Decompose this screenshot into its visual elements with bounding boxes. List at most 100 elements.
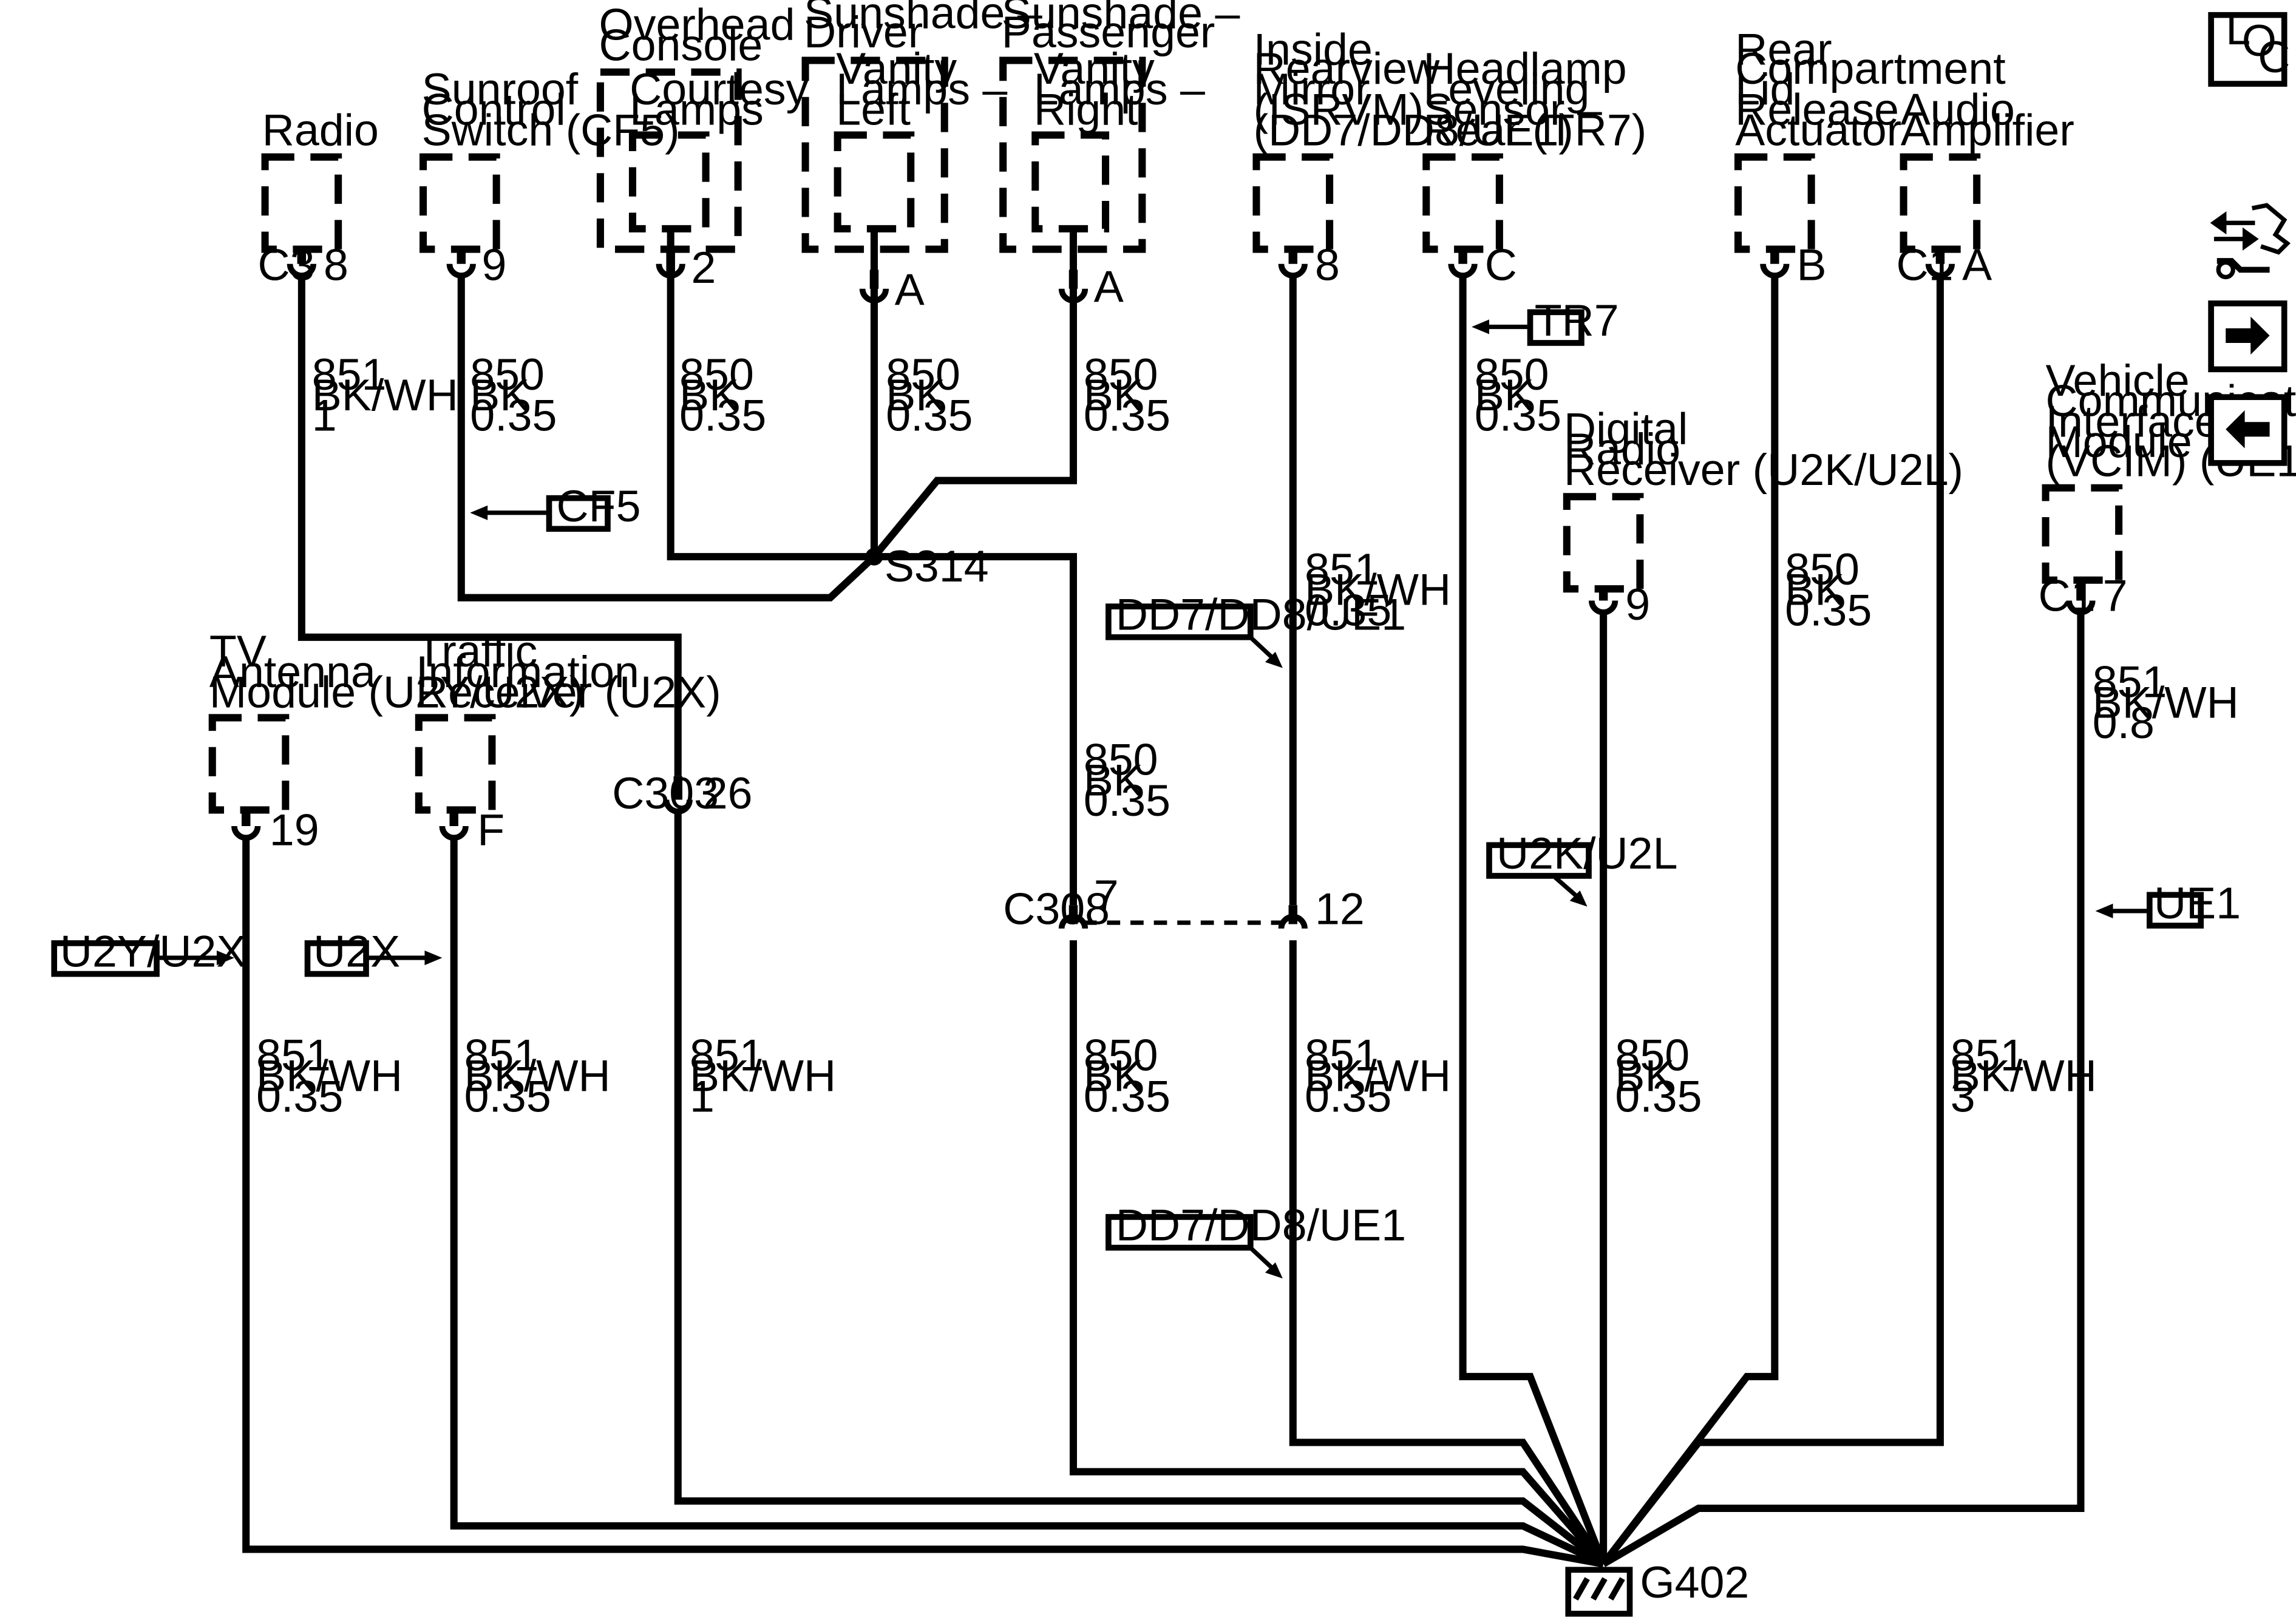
audio-amp-box [1900,153,1981,253]
connector-symbols [231,249,2096,929]
wire-label-mirror-upper: 851 BK/WH 0.35 [1305,544,1464,636]
option-tag-u2y[interactable]: U2Y/U2X [51,926,246,977]
option-tag-dd-lower[interactable]: DD7/DD8/UE1 [1106,1200,1406,1279]
option-tag-u2k[interactable]: U2K/U2L [1486,828,1677,907]
wire-vcim [1601,612,2085,1567]
headlamp-box [1422,153,1503,253]
wire-label-audio-amp: 851 BK/WH 3 [1951,1030,2110,1122]
svg-text:DD7/DD8/UE1: DD7/DD8/UE1 [1116,1200,1406,1250]
tv-antenna-box [208,714,290,814]
label-traffic: Traffic Information Receiver (U2X) [416,626,721,717]
wire-label-vanity-right: 850 BK 0.35 [1084,349,1170,441]
nav-icons: L O C [2208,4,2291,466]
component-labels: Radio Sunroof Control Switch (CF5) Overh… [209,0,2296,717]
wire-label-headlamp: 850 BK 0.35 [1475,349,1561,441]
wire-label-sunroof: 850 BK 0.35 [470,349,557,441]
svg-text:DD7/DD8/UE1: DD7/DD8/UE1 [1116,589,1406,640]
connector-c3: C3 [258,239,315,290]
pin-mirror: 8 [1315,239,1340,290]
wire-s314-to-c308 [874,553,1078,906]
label-vanity-left: Vanity Lamps – Left [836,43,1020,135]
option-tag-dd-upper[interactable]: DD7/DD8/UE1 [1106,589,1406,668]
connector-c1-vcim: C1 [2038,570,2095,620]
courtesy-lamps-box [628,131,710,232]
wire-sunroof [457,276,877,602]
wire-label-mirror-lower: 851 BK/WH 0.35 [1305,1030,1464,1122]
wire-label-radio: 851 BK/WH 1 [312,349,471,441]
wire-traffic [450,838,1605,1568]
wire-vanity-right [871,227,1078,559]
wire-label-rear-lid: 850 BK 0.35 [1785,544,1872,636]
traffic-box [415,714,496,814]
ground-g402-symbol [1565,1567,1633,1617]
pin-vanity-left: A [895,264,925,314]
pin-digital-radio: 9 [1625,579,1650,629]
wire-courtesy [667,227,874,561]
option-tag-cf5[interactable]: CF5 [470,481,641,532]
vanity-left-box [834,131,915,232]
pin-labels: C3 8 9 2 A A 8 C B C1 A C1 7 9 19 F C303… [258,239,2128,1607]
arrow-right-icon [2226,316,2270,355]
wire-label-c308-down: 850 BK 0.35 [1084,1030,1170,1122]
svg-text:U2Y/U2X: U2Y/U2X [60,926,246,976]
svg-text:O: O [2242,15,2277,66]
loc-button[interactable]: L O C [2208,4,2290,87]
option-tag-tr7[interactable]: TR7 [1472,295,1619,346]
label-vanity-right: Vanity Lamps – Right [1034,43,1218,135]
pin-audio-amp: A [1962,239,1992,290]
wire-label-c303-down: 851 BK/WH 1 [690,1030,849,1122]
svg-text:L: L [2226,4,2250,54]
rear-lid-box [1734,153,1815,253]
svg-text:U2X: U2X [313,926,400,976]
pin-c308-left: 7 [1094,870,1119,921]
wires [242,227,2085,1568]
option-tag-ue1[interactable]: UE1 [2095,878,2241,929]
svg-text:TR7: TR7 [1535,295,1619,345]
pin-traffic: F [477,804,504,855]
option-tag-u2x[interactable]: U2X [304,926,443,977]
wire-label-vanity-left: 850 BK 0.35 [886,349,973,441]
label-courtesy-lamps: Courtesy Lamps [630,64,821,135]
wire-audio-amp [1600,276,1944,1567]
digital-radio-box [1563,493,1644,593]
wire-labels: 851 BK/WH 1 850 BK 0.35 850 BK 0.35 850 … [256,349,2252,1122]
pin-c303: 26 [703,768,753,818]
arrow-left-icon [2226,410,2270,449]
svg-text:C: C [2258,32,2290,82]
wire-headlamp [1459,276,1607,1565]
next-page-button[interactable] [2208,300,2288,373]
pin-sunroof: 9 [482,239,507,290]
label-headlamp: Headlamp Leveling Sensor – Rear (TR7) [1423,43,1646,155]
prev-page-button[interactable] [2208,394,2288,466]
pin-courtesy: 2 [691,242,716,293]
label-tv-antenna: TV Antenna Module (U2Y/U2X) [209,626,584,717]
label-sunshade-passenger: Sunshade – Passenger [1002,0,1252,57]
label-sunroof: Sunroof Control Switch (CF5) [422,64,680,155]
wire-label-courtesy: 850 BK 0.35 [679,349,766,441]
wire-label-digital-radio: 850 BK 0.35 [1615,1030,1702,1122]
ground-g402-label: G402 [1640,1557,1749,1607]
wire-label-vcim: 851 BK/WH 0.8 [2093,657,2252,748]
wire-radio [297,276,682,776]
connector-repair-icon[interactable] [2210,203,2291,280]
vcim-box [2042,484,2123,584]
svg-text:CF5: CF5 [557,481,641,531]
option-tags: CF5 TR7 DD7/DD8/UE1 DD7/DD8/UE1 U2K/U2L [51,295,2241,1279]
pin-headlamp: C [1485,239,1517,290]
sunroof-box [419,153,500,253]
label-sunshade-driver: Sunshade – Driver [804,0,1055,57]
connector-c1-amp: C1 [1897,239,1954,290]
wire-c308-to-ground [1069,940,1606,1567]
pin-vanity-right: A [1094,261,1124,311]
label-vcim: Vehicle Communication Interface Module (… [2046,355,2296,486]
sunshade-passenger-box [999,56,1146,253]
splice-s314-label: S314 [885,541,989,591]
label-rear-lid: Rear Compartment Lid Release Actuator [1735,24,2018,155]
connector-c308: C308 [1003,884,1110,934]
label-radio: Radio [262,104,379,155]
wire-label-traffic: 851 BK/WH 0.35 [464,1030,623,1122]
connector-c303: C303 [612,768,719,818]
pin-vcim: 7 [2103,570,2128,620]
label-digital-radio: Digital Radio Receiver (U2K/U2L) [1564,403,1963,495]
